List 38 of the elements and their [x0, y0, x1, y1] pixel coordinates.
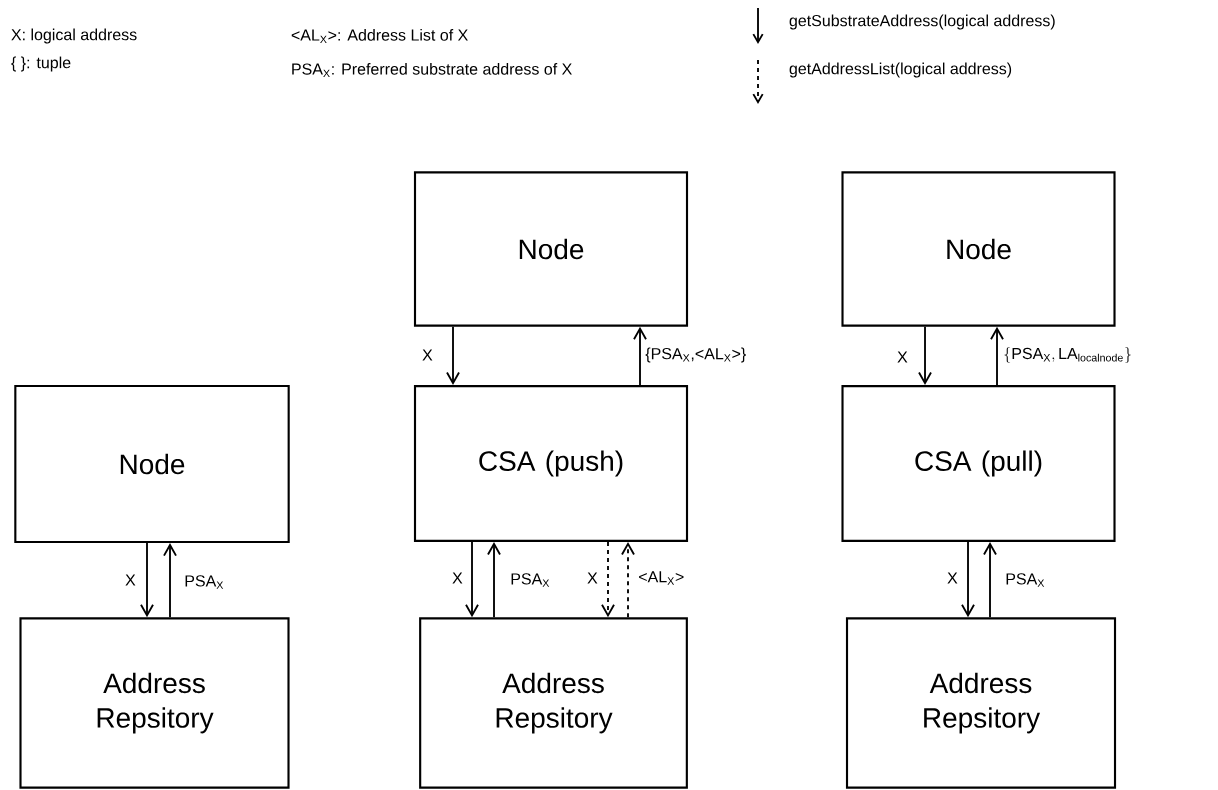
- arrow: [918, 325, 932, 386]
- arrow: [140, 542, 154, 618]
- note-text: X: logical address: [11, 28, 137, 44]
- arrow: [961, 540, 975, 618]
- edge-label: X: [123, 573, 138, 587]
- node-box: Node: [413, 171, 689, 327]
- edge-label: X: [945, 571, 960, 585]
- arrow: [601, 540, 615, 618]
- csa-box: CSA (push): [413, 385, 689, 542]
- repository-box: Address Repsitory: [19, 617, 290, 789]
- edge-label: X: [420, 348, 435, 362]
- edge-label: X: [585, 571, 600, 585]
- csa-box: CSA (pull): [841, 385, 1116, 542]
- arrow: [633, 326, 647, 387]
- note-text: PSA$_{X}$: Preferred substrate address of X: [292, 63, 572, 77]
- node-box: Node: [841, 171, 1116, 327]
- arrow: [487, 541, 501, 619]
- edge-label: PSA$_{X}$: [1003, 571, 1047, 589]
- repository-box: Address Repsitory: [419, 617, 688, 789]
- arrow: [983, 541, 997, 619]
- repository-box: Address Repsitory: [845, 617, 1117, 789]
- edge-label: PSA$_{X}$: [508, 571, 552, 589]
- arrow: [621, 541, 635, 619]
- arrow: [446, 325, 460, 386]
- arrow: [990, 326, 1004, 387]
- edge-label: <AL$_{X}$>: [636, 569, 686, 587]
- edge-label: $\{\mathrm{PSA}_{\mathrm{X}},\mathrm{LA}_{\mathrm{localnode}}\}$: [1001, 345, 1134, 365]
- legend-label: getSubstrateAddress(logical address): [789, 14, 1055, 30]
- node-box: Node: [14, 384, 290, 544]
- arrow: [465, 540, 479, 618]
- note-text: { }: tuple: [11, 56, 71, 72]
- legend-label: getAddressList(logical address): [789, 62, 1012, 78]
- note-text: <AL$_{X}$>: Address List of X: [291, 29, 468, 43]
- edge-label: PSA$_{X}$: [182, 573, 226, 591]
- edge-label: X: [895, 350, 910, 364]
- edge-label: X: [450, 571, 465, 585]
- arrow: [163, 543, 177, 619]
- edge-label: {PSA$_{X}$,<AL$_{X}$>}: [643, 346, 748, 364]
